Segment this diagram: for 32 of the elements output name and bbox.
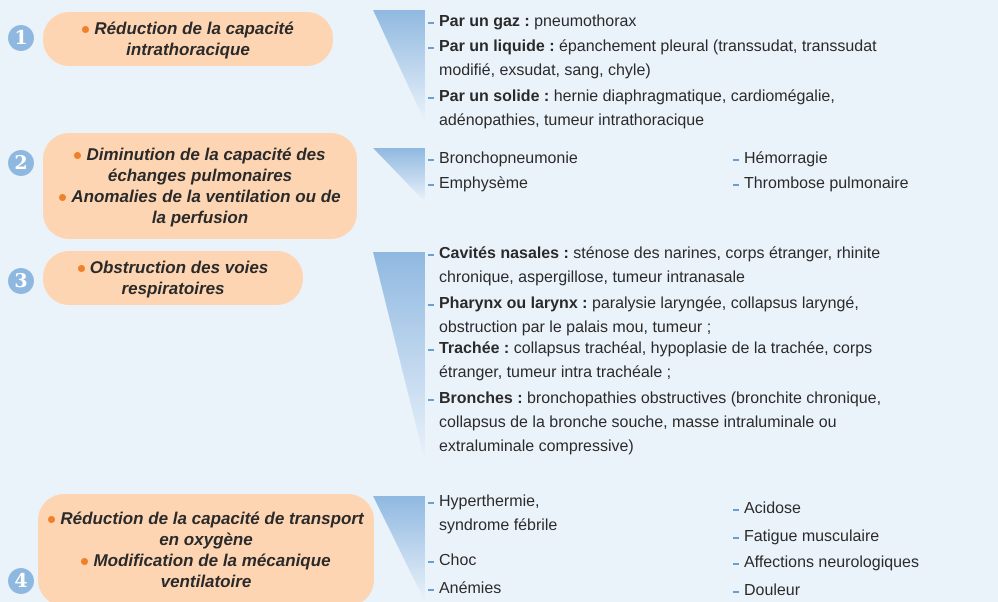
cause-item: Bronches : bronchopathies obstructives (bronchite chronique, collapsus de la bronche souche, masse intraluminale ou extraluminale compressive) <box>439 389 882 457</box>
cause-item: Anémies <box>439 579 502 599</box>
category-title: Obstruction des voies respiratoires <box>90 258 268 298</box>
step-number: 2 <box>8 150 34 176</box>
category-title: Réduction de la capacité intrathoracique <box>94 19 294 59</box>
cause-item: Trachée : collapsus trachéal, hypoplasie de la trachée, corps étranger, tumeur intra trachéale ; <box>439 339 874 383</box>
category-pill <box>43 133 357 239</box>
category-pill <box>43 12 333 66</box>
category-title: Anomalies de la ventilation ou de la perfusion <box>71 187 341 227</box>
step-number: 1 <box>8 25 34 51</box>
cause-item: Hémorragie <box>744 149 829 169</box>
cause-item: Emphysème <box>439 174 529 194</box>
cause-item: Par un liquide : épanchement pleural (transsudat, transsudat modifié, exsudat, sang, chyle) <box>439 37 878 81</box>
cause-item: Acidose <box>744 499 802 519</box>
cause-item: Pharynx ou larynx : paralysie laryngée, collapsus laryngé, obstruction par le palais mou, tumeur ; <box>439 294 860 338</box>
cause-item: Par un solide : hernie diaphragmatique, cardiomégalie, adénopathies, tumeur intrathoracique <box>439 87 836 131</box>
cause-item: Thrombose pulmonaire <box>744 174 910 194</box>
cause-item: Choc <box>439 551 478 571</box>
category-pill <box>43 251 303 305</box>
category-pill <box>38 494 374 602</box>
pointer-wedge <box>373 148 425 202</box>
step-number: 3 <box>8 268 34 294</box>
cause-item: Douleur <box>744 581 802 601</box>
category-title: Réduction de la capacité de transport en oxygène <box>60 509 364 549</box>
cause-item: Affections neurologiques <box>744 553 920 573</box>
cause-item: Fatigue musculaire <box>744 527 880 547</box>
category-title: Diminution de la capacité des échanges pulmonaires <box>86 145 326 185</box>
category-title: Modification de la mécanique ventilatoire <box>93 551 331 591</box>
step-number: 4 <box>8 568 34 594</box>
cause-item: Par un gaz : pneumothorax <box>439 12 638 32</box>
cause-item: Hyperthermie, syndrome fébrile <box>439 492 558 536</box>
cause-item: Bronchopneumonie <box>439 149 579 169</box>
